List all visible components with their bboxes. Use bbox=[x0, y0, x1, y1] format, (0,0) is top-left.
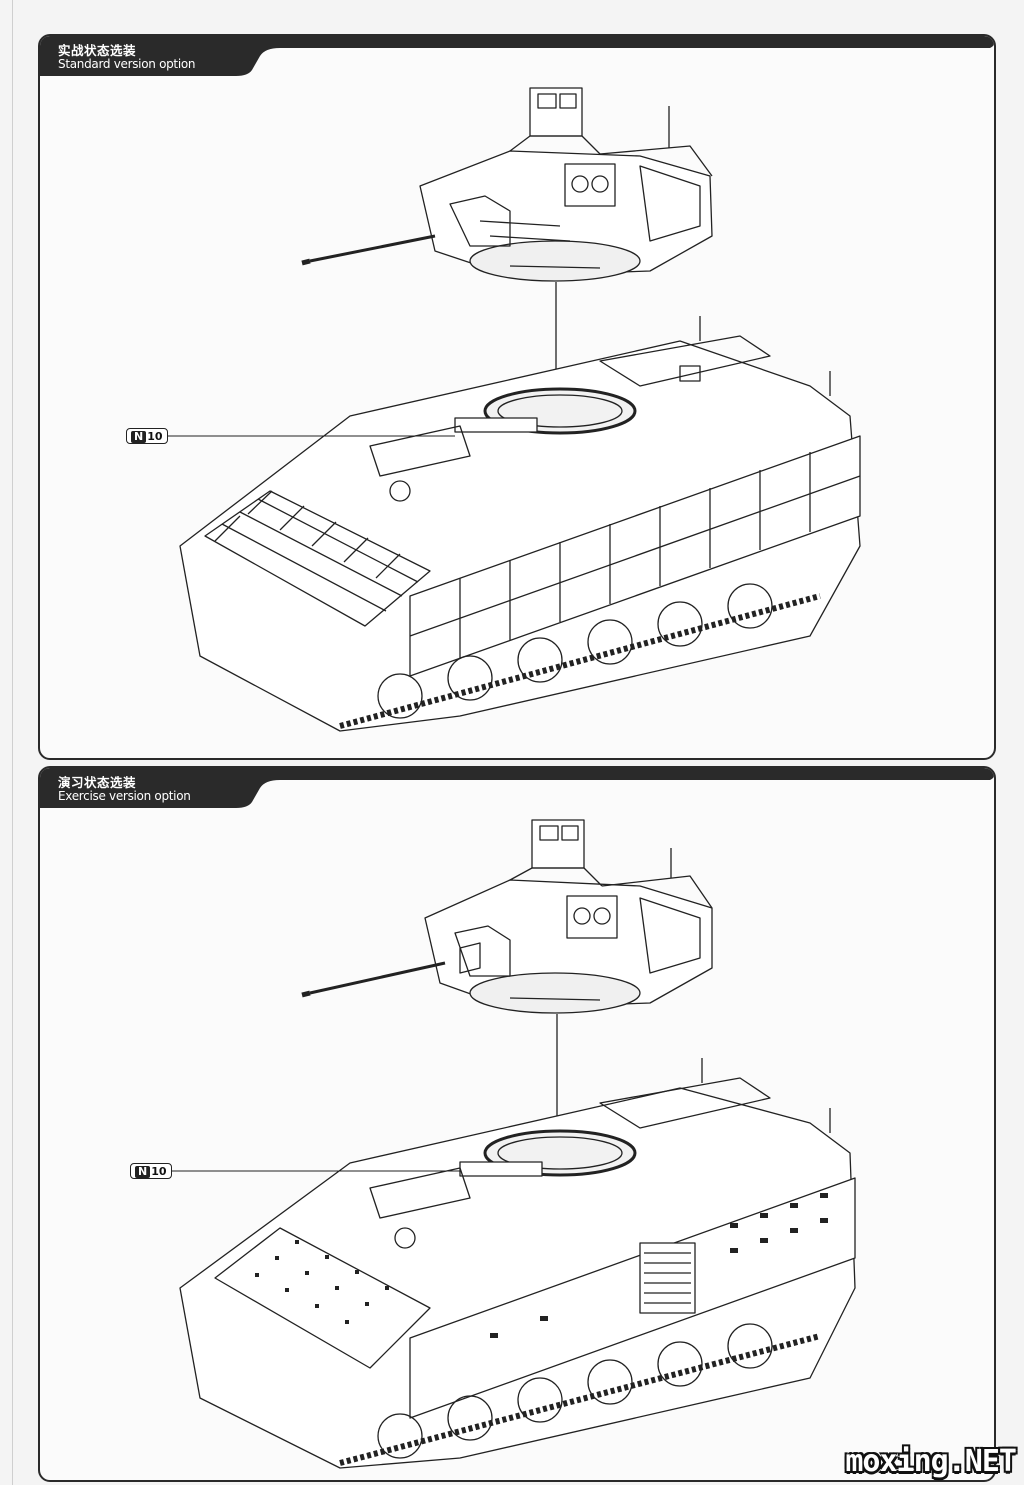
callout-prefix: N bbox=[135, 1166, 151, 1178]
site-watermark: moxing.NET bbox=[845, 1444, 1017, 1479]
exercise-version-panel: 演习状态选装 Exercise version option bbox=[38, 766, 996, 1482]
panel-title-zh: 演习状态选装 bbox=[58, 775, 137, 790]
panel-title-en: Standard version option bbox=[58, 57, 196, 71]
turret-assembly bbox=[301, 87, 713, 282]
standard-vehicle-drawing bbox=[166, 87, 861, 732]
exercise-vehicle-drawing bbox=[166, 819, 856, 1469]
hull-assembly bbox=[179, 316, 861, 732]
standard-version-panel: 实战状态选装 Standard version option bbox=[38, 34, 996, 760]
page-binding-edge bbox=[12, 0, 13, 1485]
callout-prefix: N bbox=[131, 431, 147, 443]
panel-title-zh: 实战状态选装 bbox=[58, 43, 137, 58]
header-tab-shape bbox=[40, 36, 994, 76]
turret-assembly bbox=[301, 819, 713, 1014]
callout-number: 10 bbox=[151, 1165, 167, 1178]
panel-header: 演习状态选装 Exercise version option bbox=[40, 768, 994, 808]
hull-assembly bbox=[179, 1058, 856, 1469]
panel-title-en: Exercise version option bbox=[58, 789, 191, 803]
header-tab-shape bbox=[40, 768, 994, 808]
callout-number: 10 bbox=[147, 430, 163, 443]
panel-header: 实战状态选装 Standard version option bbox=[40, 36, 994, 76]
